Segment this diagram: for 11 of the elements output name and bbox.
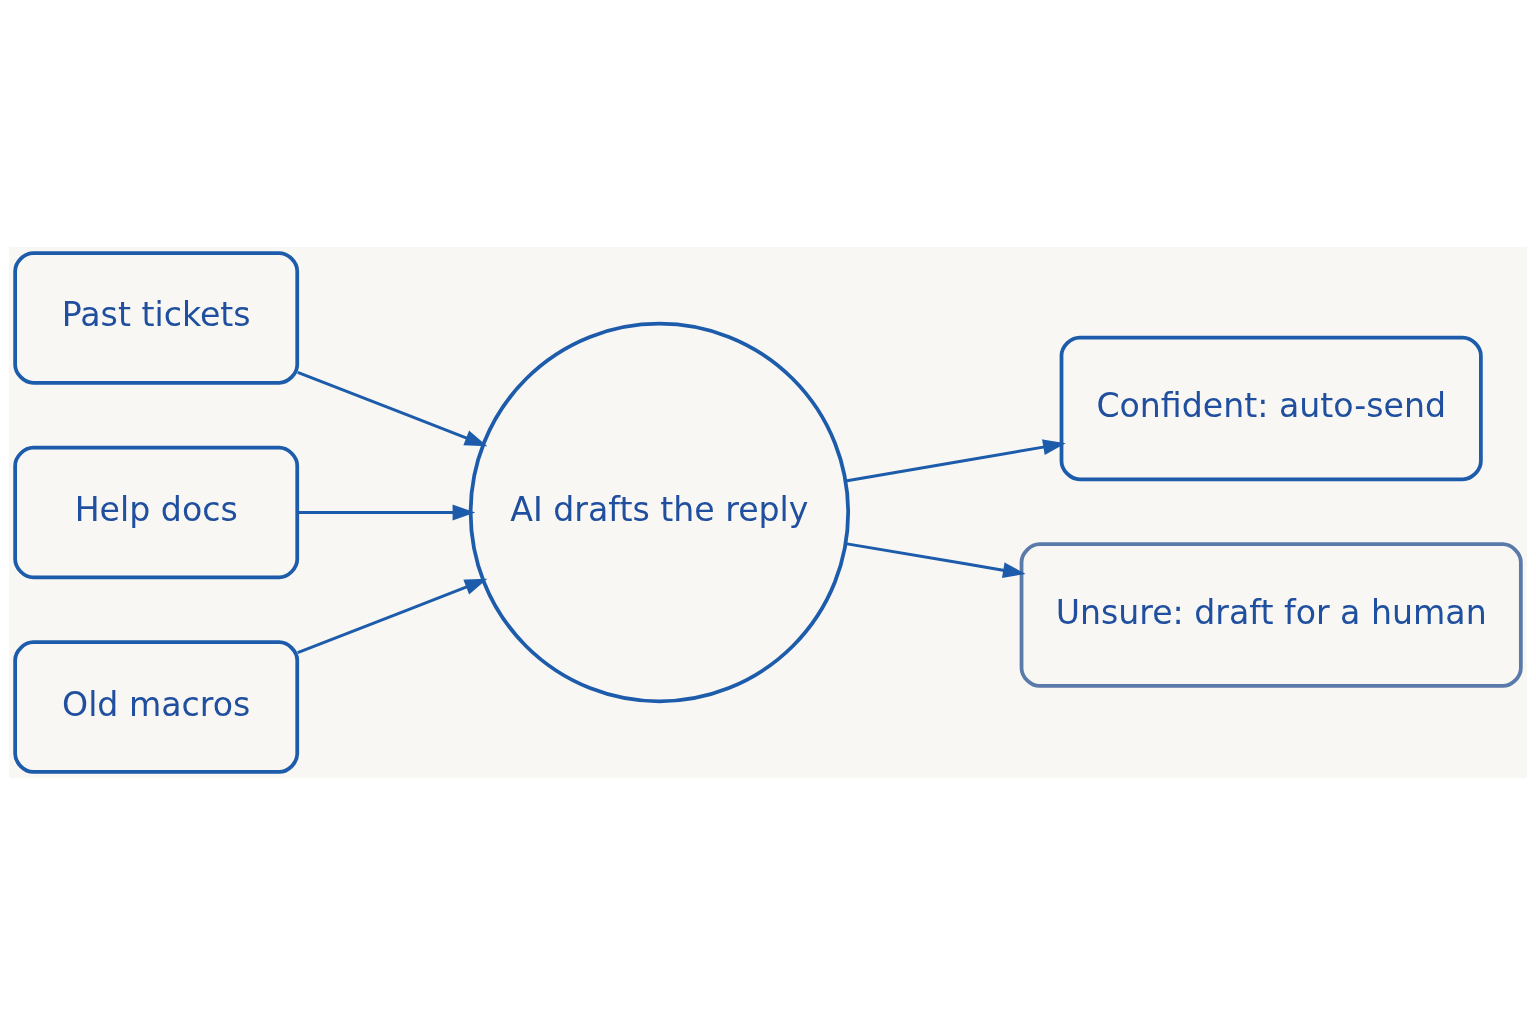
arrow xyxy=(845,438,1066,482)
node-box: Help docs xyxy=(13,445,300,579)
node-box: Unsure: draft for a human xyxy=(1019,541,1523,688)
node-circle: AI drafts the reply xyxy=(468,321,851,703)
arrow xyxy=(297,578,488,654)
node-box: Old macros xyxy=(13,639,300,774)
node-box: Past tickets xyxy=(13,250,300,385)
arrow xyxy=(845,541,1026,578)
arrow xyxy=(297,370,488,446)
arrow xyxy=(297,504,476,520)
node-box: Confident: auto-send xyxy=(1059,335,1483,481)
